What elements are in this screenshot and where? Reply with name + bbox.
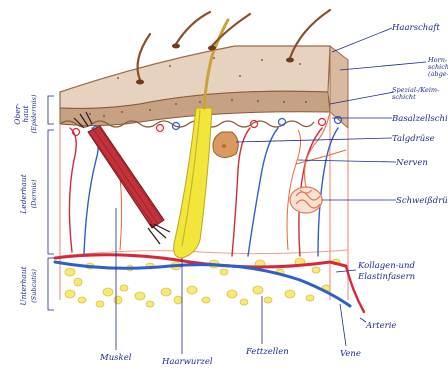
label-hornschicht-3: (abge- [428, 70, 448, 78]
label-fettzellen: Fettzellen [245, 347, 289, 357]
label-talgdruese: Talgdrüse [392, 134, 435, 144]
label-haarschaft: Haarschaft [391, 23, 440, 33]
label-kollagen-2: Elastinfasern [357, 272, 415, 282]
label-kollagen-1: Kollagen-und [357, 261, 416, 271]
label-haarwurzel: Haarwurzel [161, 357, 213, 367]
label-unterhaut-1: Unterhaut [19, 265, 28, 305]
vein-branch-right [318, 128, 338, 256]
label-basalzellschicht: Basalzellschicht [391, 114, 448, 124]
epidermis-side [330, 46, 348, 128]
label-oberhaut-3: (Epidermis) [30, 94, 38, 133]
label-vene: Vene [340, 349, 361, 359]
label-arterie: Arterie [365, 321, 396, 331]
vein-branch-left [84, 128, 98, 254]
label-unterhaut-2: (Subcutis) [30, 269, 38, 303]
arrector-pili-muscle [74, 112, 170, 244]
label-keimschicht-2: schicht [392, 93, 416, 101]
label-lederhaut-2: (Dermis) [30, 179, 38, 208]
label-nerven: Nerven [395, 158, 428, 168]
label-lederhaut-1: Lederhaut [19, 173, 28, 214]
sebaceous-gland [213, 132, 238, 158]
vein-branch-center [248, 128, 278, 256]
artery-branch-left [69, 128, 76, 252]
label-muskel: Muskel [99, 353, 132, 363]
label-schweissdruese: Schweißdrüse [396, 196, 448, 206]
label-oberhaut-2: haut [21, 104, 30, 122]
